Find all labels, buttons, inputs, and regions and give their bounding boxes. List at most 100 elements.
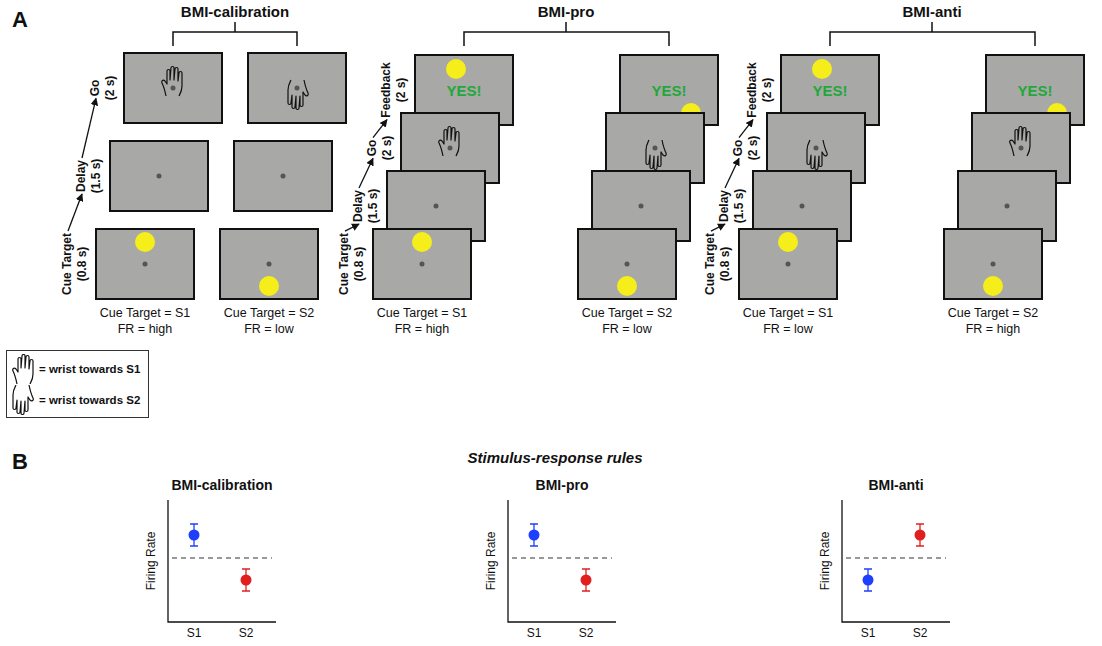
label-slot: Go bbox=[366, 140, 379, 157]
stage-arrow bbox=[345, 224, 359, 231]
fixation-dot bbox=[295, 86, 300, 91]
tick-label: S2 bbox=[579, 626, 594, 640]
target-dot bbox=[259, 276, 279, 296]
stage-arrow bbox=[373, 120, 387, 138]
target-dot bbox=[778, 232, 798, 252]
label-slot: (2 s) bbox=[381, 136, 394, 161]
label-slot: S1 bbox=[861, 627, 876, 640]
fixation-dot bbox=[1005, 204, 1010, 209]
threshold-line bbox=[172, 557, 272, 558]
label-slot: Cue Target bbox=[338, 233, 351, 295]
legend-row: = wrist towards S1 bbox=[11, 353, 140, 384]
hand-icon bbox=[13, 354, 33, 384]
chart-axes bbox=[842, 500, 950, 622]
mean-point bbox=[241, 575, 252, 586]
label-slot: B bbox=[12, 450, 28, 474]
task-screen bbox=[219, 228, 319, 300]
label-slot: A bbox=[12, 8, 28, 32]
screen-content bbox=[97, 230, 193, 298]
fixation-dot bbox=[157, 174, 162, 179]
hand-icon bbox=[162, 67, 182, 97]
stage-label: (2 s) bbox=[103, 76, 117, 101]
screen-content bbox=[125, 54, 221, 122]
stage-label: Go bbox=[731, 140, 745, 157]
label-slot: FR = low bbox=[244, 323, 294, 337]
subheading: Stimulus-response rules bbox=[467, 449, 642, 466]
stage-arrow bbox=[82, 98, 96, 158]
label-slot: Delay bbox=[718, 190, 731, 222]
fixation-dot bbox=[653, 146, 658, 151]
target-dot bbox=[617, 276, 637, 296]
task-screen bbox=[247, 52, 347, 124]
stage-label: (2 s) bbox=[380, 136, 394, 161]
fixation-dot bbox=[639, 204, 644, 209]
section-bracket bbox=[464, 22, 669, 46]
legend-text: = wrist towards S1 bbox=[39, 363, 140, 375]
axis-label: Firing Rate bbox=[144, 532, 158, 591]
hand-icon bbox=[1010, 127, 1030, 157]
fixation-dot bbox=[991, 262, 996, 267]
label-slot: FR = low bbox=[602, 323, 652, 337]
condition-label: Cue Target = S2 bbox=[224, 306, 314, 320]
label-slot: BMI-pro bbox=[536, 478, 589, 493]
label-slot: (1.5 s) bbox=[90, 159, 103, 194]
label-slot: S2 bbox=[913, 627, 928, 640]
label-slot: Firing Rate bbox=[819, 532, 832, 591]
task-screen bbox=[109, 140, 209, 212]
stage-label: (2 s) bbox=[394, 78, 408, 103]
hand-icon bbox=[439, 127, 459, 157]
fixation-dot bbox=[814, 146, 819, 151]
threshold-line bbox=[512, 557, 612, 558]
stage-arrow bbox=[68, 194, 82, 231]
label-slot: S1 bbox=[187, 627, 202, 640]
feedback-text: YES! bbox=[446, 82, 481, 99]
task-screen bbox=[577, 228, 677, 300]
target-dot bbox=[446, 59, 466, 79]
stage-label: Cue Target bbox=[337, 233, 351, 295]
condition-label: Cue Target = S1 bbox=[100, 306, 190, 320]
condition-label: FR = high bbox=[966, 322, 1021, 336]
legend-box: = wrist towards S1= wrist towards S2 bbox=[6, 350, 149, 418]
label-slot: Cue Target = S1 bbox=[100, 307, 190, 321]
condition-label: FR = high bbox=[395, 322, 450, 336]
label-slot: BMI-anti bbox=[868, 478, 923, 493]
label-slot: Firing Rate bbox=[485, 532, 498, 591]
section-bracket bbox=[173, 22, 297, 46]
stage-label: Go bbox=[365, 140, 379, 157]
stage-label: (1.5 s) bbox=[732, 189, 746, 224]
section-heading: BMI-pro bbox=[538, 3, 595, 20]
condition-label: FR = low bbox=[244, 322, 294, 336]
label-slot: BMI-calibration bbox=[181, 4, 289, 21]
stage-label: (1.5 s) bbox=[366, 189, 380, 224]
fixation-dot bbox=[800, 204, 805, 209]
condition-label: FR = low bbox=[602, 322, 652, 336]
label-slot: Cue Target bbox=[61, 233, 74, 295]
label-slot: S2 bbox=[579, 627, 594, 640]
target-dot bbox=[812, 59, 832, 79]
target-dot bbox=[135, 232, 155, 252]
label-slot: Delay bbox=[75, 160, 88, 192]
tick-label: S1 bbox=[187, 626, 202, 640]
label-slot: (0.8 s) bbox=[719, 247, 732, 282]
screen-content bbox=[740, 230, 836, 298]
label-slot: (2 s) bbox=[395, 78, 408, 103]
hand-icon bbox=[807, 140, 827, 170]
screen-content bbox=[111, 142, 207, 210]
fixation-dot bbox=[420, 262, 425, 267]
mean-point bbox=[581, 575, 592, 586]
target-dot bbox=[1047, 103, 1067, 123]
condition-label: Cue Target = S1 bbox=[743, 306, 833, 320]
fixation-dot bbox=[448, 146, 453, 151]
label-slot: FR = low bbox=[763, 323, 813, 337]
label-slot: (2 s) bbox=[747, 136, 760, 161]
task-screen bbox=[943, 228, 1043, 300]
stage-label: Go bbox=[88, 80, 102, 97]
legend-hand bbox=[11, 354, 35, 384]
mean-point bbox=[863, 575, 874, 586]
label-slot: Cue Target = S1 bbox=[743, 307, 833, 321]
fixation-dot bbox=[625, 262, 630, 267]
condition-label: Cue Target = S1 bbox=[377, 306, 467, 320]
tick-label: S1 bbox=[861, 626, 876, 640]
task-screen bbox=[738, 228, 838, 300]
